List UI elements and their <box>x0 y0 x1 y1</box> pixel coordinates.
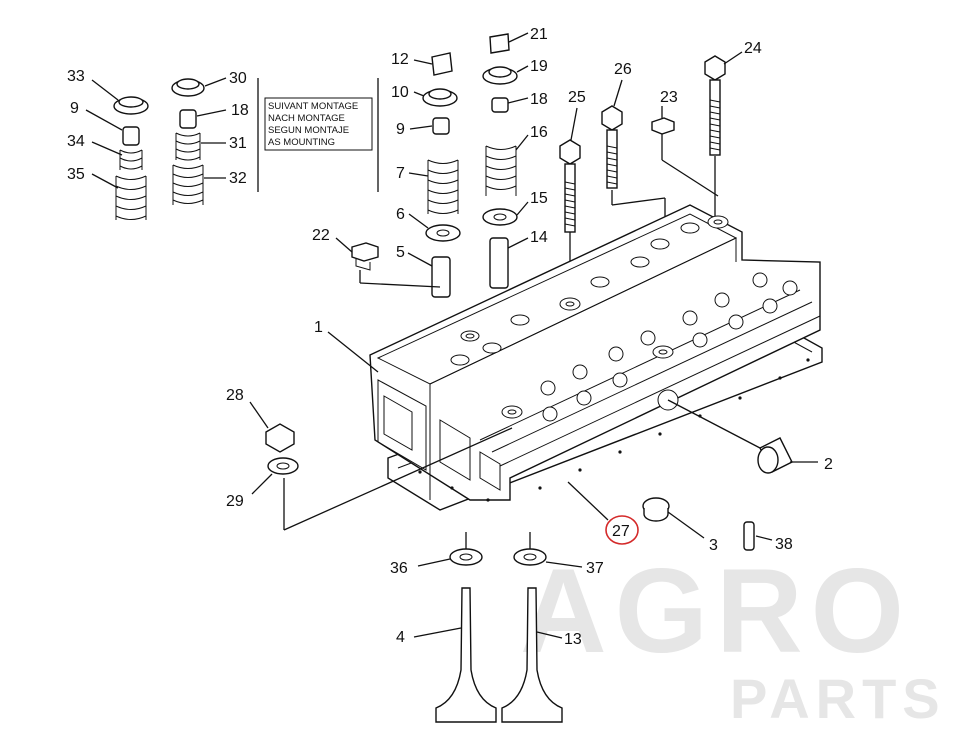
highlight-circle <box>605 515 639 545</box>
callout-1: 1 <box>314 319 323 336</box>
left-spring-group <box>85 79 149 220</box>
callout-labels: 33 9 34 35 30 18 31 32 12 10 9 7 6 5 21 … <box>67 26 833 648</box>
callout-34: 34 <box>67 133 85 150</box>
callout-18-right: 18 <box>530 91 548 108</box>
assembly-note-line2: NACH MONTAGE <box>268 113 345 124</box>
callout-35: 35 <box>67 166 85 183</box>
callout-7: 7 <box>396 165 405 182</box>
callout-9-mid: 9 <box>396 121 405 138</box>
exhaust-valve-column <box>482 32 529 289</box>
callout-31: 31 <box>229 135 247 152</box>
callout-21: 21 <box>530 26 548 43</box>
callout-4: 4 <box>396 629 405 646</box>
callout-19: 19 <box>530 58 548 75</box>
callout-12: 12 <box>391 51 409 68</box>
callout-25: 25 <box>568 89 586 106</box>
callout-37: 37 <box>586 560 604 577</box>
callout-10: 10 <box>391 84 409 101</box>
callout-24: 24 <box>744 40 762 57</box>
callout-32: 32 <box>229 170 247 187</box>
callout-30: 30 <box>229 70 247 87</box>
callout-15: 15 <box>530 190 548 207</box>
callout-6: 6 <box>396 206 405 223</box>
callout-38: 38 <box>775 536 793 553</box>
assembly-note-line1: SUIVANT MONTAGE <box>268 101 358 112</box>
callout-14: 14 <box>530 229 548 246</box>
callout-18-left: 18 <box>231 102 249 119</box>
watermark-sub: PARTS <box>730 667 946 730</box>
callout-5: 5 <box>396 244 405 261</box>
callout-27: 27 <box>612 523 630 540</box>
cylinder-head <box>327 204 823 511</box>
watermark-brand: AGRO <box>520 544 912 678</box>
callout-29: 29 <box>226 493 244 510</box>
callout-3: 3 <box>709 537 718 554</box>
loose-parts <box>249 399 818 551</box>
mid-spring-group <box>171 77 227 205</box>
callout-33: 33 <box>67 68 85 85</box>
bottom-valves <box>413 532 583 723</box>
watermark: AGRO PARTS <box>520 544 946 730</box>
callout-28: 28 <box>226 387 244 404</box>
highlight-27 <box>567 481 639 545</box>
callout-26: 26 <box>614 61 632 78</box>
callout-13: 13 <box>564 631 582 648</box>
callout-36: 36 <box>390 560 408 577</box>
assembly-note: SUIVANT MONTAGE NACH MONTAGE SEGUN MONTA… <box>257 78 379 192</box>
callout-23: 23 <box>660 89 678 106</box>
callout-2: 2 <box>824 456 833 473</box>
intake-valve-column <box>407 52 461 298</box>
callout-16: 16 <box>530 124 548 141</box>
assembly-note-line4: AS MOUNTING <box>268 137 335 148</box>
assembly-note-line3: SEGUN MONTAJE <box>268 125 349 136</box>
callout-9-left: 9 <box>70 100 79 117</box>
callout-22: 22 <box>312 227 330 244</box>
